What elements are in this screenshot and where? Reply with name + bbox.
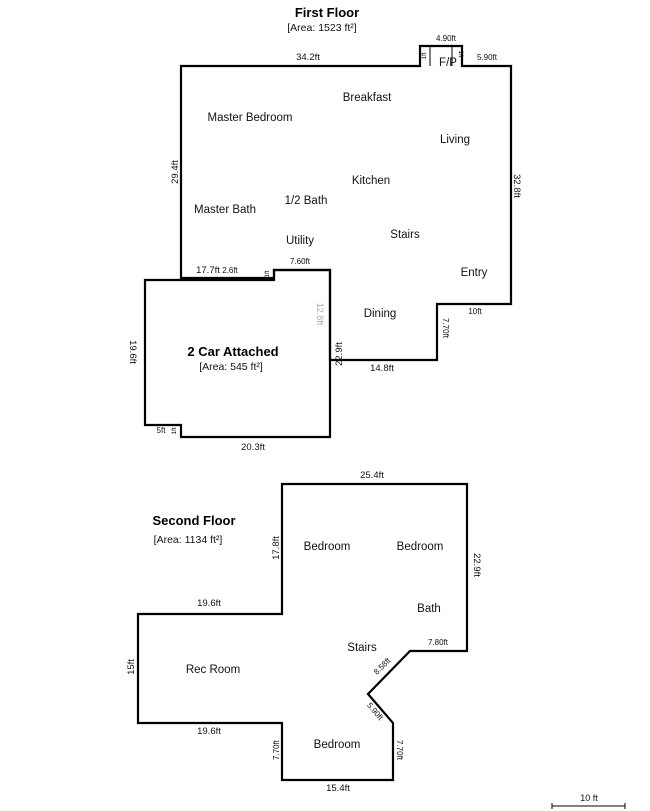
dim-fp-side-right: 1ft <box>457 50 464 57</box>
sf-dim-upper-left: 17.8ft <box>271 536 282 560</box>
sf-dim-rec-top: 19.6ft <box>197 598 221 609</box>
garage-dim-bottom: 20.3ft <box>241 442 265 453</box>
room-stairs: Stairs <box>390 229 420 241</box>
sf-dim-rec-bottom: 19.6ft <box>197 726 221 737</box>
sf-dim-bed-right: 7.70ft <box>395 740 404 761</box>
second-floor-outline <box>136 482 469 782</box>
dim-right: 32.8ft <box>511 174 522 198</box>
room-living: Living <box>440 134 470 146</box>
first-floor-area: [Area: 1523 ft²] <box>287 22 357 34</box>
second-floor-area: [Area: 1134 ft²] <box>154 534 223 546</box>
garage-dim-left: 19.6ft <box>127 340 138 364</box>
scale-bar: 10 ft <box>551 793 626 809</box>
room-bedroom-1: Bedroom <box>304 541 351 553</box>
second-floor: Second Floor [Area: 1134 ft²] 25.4ft 22.… <box>126 470 482 794</box>
dim-step-c: 1ft <box>264 270 271 277</box>
garage-area: [Area: 545 ft²] <box>199 361 263 373</box>
sf-dim-top: 25.4ft <box>360 470 384 481</box>
dim-garage-shared: 12.8ft <box>315 303 325 326</box>
fireplace-outline <box>429 46 453 66</box>
scale-line <box>551 803 626 809</box>
dim-fp-top: 4.90ft <box>436 34 457 43</box>
room-stairs-2: Stairs <box>347 642 377 654</box>
dim-notch-v: 7.70ft <box>441 318 450 339</box>
room-half-bath: 1/2 Bath <box>285 195 328 207</box>
garage-outline <box>143 268 332 439</box>
sf-dim-right: 22.9ft <box>471 553 482 577</box>
first-floor: First Floor [Area: 1523 ft²] 34.2ft 4.90… <box>170 5 522 374</box>
sf-dim-rec-left: 15ft <box>126 659 137 675</box>
sf-dim-bath-bottom: 7.80ft <box>428 638 449 647</box>
dim-left: 29.4ft <box>170 160 181 184</box>
room-master-bedroom: Master Bedroom <box>207 112 292 124</box>
scale-label: 10 ft <box>580 793 598 803</box>
second-floor-title: Second Floor <box>152 513 235 528</box>
room-bedroom-3: Bedroom <box>314 739 361 751</box>
room-bedroom-2: Bedroom <box>397 541 444 553</box>
dim-step-b: 2.6ft <box>222 266 238 275</box>
sf-dim-bed-left: 7.70ft <box>272 739 281 760</box>
dim-notch-h: 10ft <box>468 307 482 316</box>
garage-title: 2 Car Attached <box>187 344 278 359</box>
room-bath: Bath <box>417 603 441 615</box>
dim-bottom: 14.8ft <box>370 363 394 374</box>
sf-dim-bottom: 15.4ft <box>326 783 350 794</box>
dim-fp-side-left: 1ft <box>421 52 428 59</box>
sf-dim-diag-b: 5.90ft <box>365 701 385 723</box>
room-breakfast: Breakfast <box>343 92 392 104</box>
sf-dim-diag-a: 8.58ft <box>372 655 393 676</box>
room-dining: Dining <box>364 308 397 320</box>
room-utility: Utility <box>286 235 314 247</box>
room-kitchen: Kitchen <box>352 175 390 187</box>
first-floor-title: First Floor <box>295 5 359 20</box>
room-entry: Entry <box>461 267 488 279</box>
room-rec-room: Rec Room <box>186 664 240 676</box>
dim-step-a: 17.7ft <box>196 265 220 276</box>
garage-dim-notch-h: 5ft <box>157 426 167 435</box>
dim-top: 34.2ft <box>296 52 320 63</box>
dim-top-right: 5.90ft <box>477 53 498 62</box>
garage: 2 Car Attached [Area: 545 ft²] 19.6ft 20… <box>127 268 332 453</box>
dim-dining-left: 22.9ft <box>334 342 345 366</box>
room-master-bath: Master Bath <box>194 204 256 216</box>
garage-dim-notch-v: 1ft <box>171 427 178 434</box>
dim-step-d: 7.60ft <box>290 257 311 266</box>
fireplace-label: F/P <box>439 57 457 69</box>
